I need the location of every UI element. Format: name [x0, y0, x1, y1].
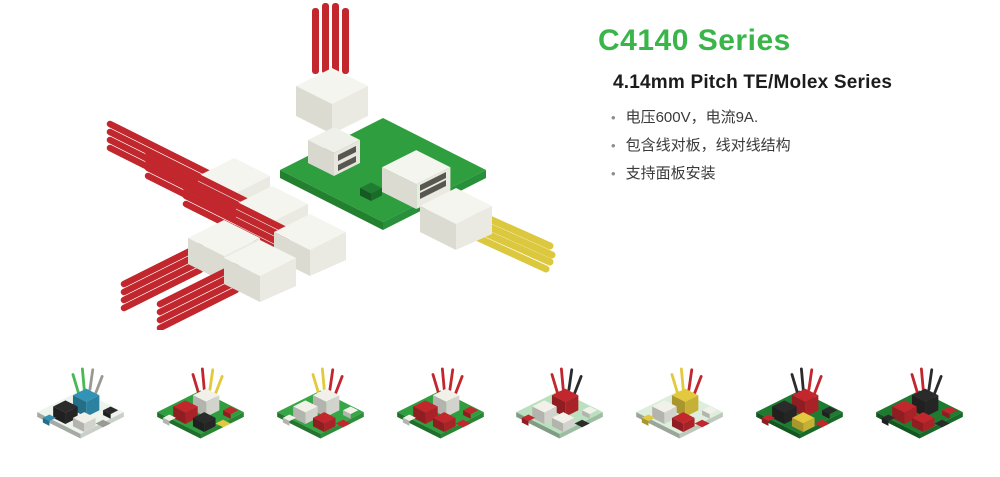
feature-text: 支持面板安装 [625, 165, 716, 182]
product-thumbnail-5[interactable] [503, 346, 616, 452]
yellow-wire-plug [420, 188, 556, 273]
product-thumbnail-1[interactable] [24, 346, 137, 452]
pcb-header-connector [308, 127, 360, 176]
feature-list: • 电压600V，电流9A. • 包含线对板，线对线结构 • 支持面板安装 [611, 104, 978, 188]
product-thumbnail-2[interactable] [144, 346, 257, 452]
bullet-icon: • [611, 110, 616, 125]
thumbnail-illustration [384, 346, 497, 452]
feature-text: 电压600V，电流9A. [625, 109, 759, 126]
product-thumbnail-4[interactable] [384, 346, 497, 452]
feature-item: • 包含线对板，线对线结构 [611, 132, 978, 160]
thumbnail-illustration [863, 346, 976, 452]
pcb-small-component [360, 182, 382, 201]
top-red-wires [312, 3, 349, 74]
series-subtitle: 4.14mm Pitch TE/Molex Series [613, 72, 893, 93]
right-receptacle-connector [382, 150, 451, 209]
bullet-icon: • [611, 138, 616, 153]
top-plug-housing [296, 68, 368, 134]
product-thumbnail-row [24, 338, 976, 460]
feature-item: • 支持面板安装 [611, 160, 978, 188]
connector-assembly-illustration [30, 3, 556, 330]
product-thumbnail-8[interactable] [863, 346, 976, 452]
feature-text: 包含线对板，线对线结构 [625, 137, 791, 154]
bullet-icon: • [611, 166, 616, 181]
thumbnail-illustration [264, 346, 377, 452]
thumbnail-illustration [24, 346, 137, 452]
product-thumbnail-6[interactable] [623, 346, 736, 452]
product-info: C4140 Series 4.14mm Pitch TE/Molex Serie… [598, 24, 978, 188]
product-thumbnail-3[interactable] [264, 346, 377, 452]
thumbnail-illustration [503, 346, 616, 452]
thumbnail-illustration [743, 346, 856, 452]
product-thumbnail-7[interactable] [743, 346, 856, 452]
thumbnail-illustration [144, 346, 257, 452]
feature-item: • 电压600V，电流9A. [611, 104, 978, 132]
main-product-illustration [30, 0, 590, 330]
thumbnail-illustration [623, 346, 736, 452]
series-title: C4140 Series [598, 24, 791, 57]
